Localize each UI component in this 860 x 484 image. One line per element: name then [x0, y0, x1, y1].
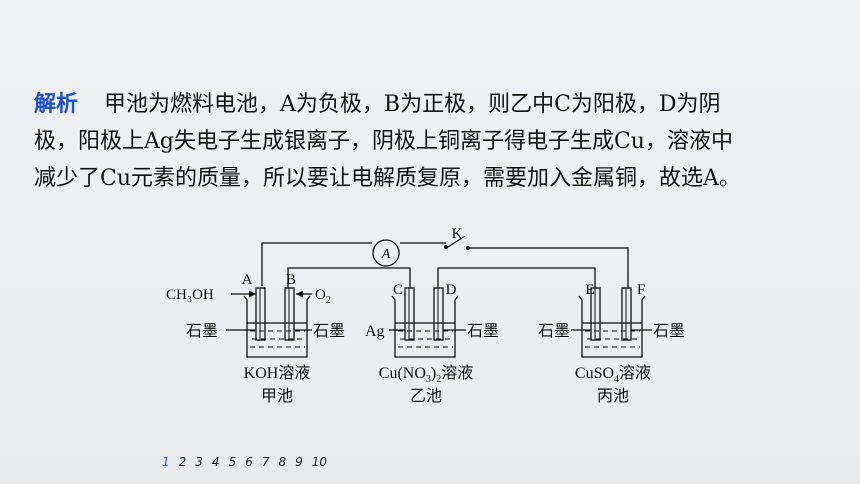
wire-d-to-e — [437, 267, 596, 288]
page-link-6[interactable]: 6 — [245, 455, 253, 469]
electrode-d-label: D — [446, 282, 457, 298]
cell2-left-material: Ag — [365, 323, 385, 340]
switch-label: K — [452, 226, 463, 242]
page-link-4[interactable]: 4 — [211, 455, 220, 469]
wire-switch-to-f — [468, 247, 629, 288]
cell3-left-material: 石墨 — [538, 323, 570, 340]
page-link-9[interactable]: 9 — [295, 455, 303, 469]
electrode-e-label: E — [585, 282, 594, 298]
page-link-1[interactable]: 1 — [162, 455, 170, 469]
analysis-line-2: 极，阳极上Ag失电子生成银离子，阴极上铜离子得电子生成Cu，溶液中 — [34, 129, 733, 154]
wire-a-to-ammeter — [261, 242, 372, 286]
page-link-10[interactable]: 10 — [311, 455, 328, 469]
electrode-f-label: F — [637, 282, 645, 298]
cell1-solution: KOH溶液 — [244, 364, 311, 382]
ammeter-label: A — [381, 247, 391, 262]
ammeter-icon — [372, 239, 400, 267]
cell1-right-material: 石墨 — [313, 323, 345, 340]
analysis-label: 解析 — [34, 92, 79, 117]
switch-contact-left — [444, 245, 448, 249]
switch-lever — [447, 235, 466, 248]
electrode-b-label: B — [286, 272, 296, 288]
analysis-line-1: 解析甲池为燃料电池，A为负极，B为正极，则乙中C为阳极，D为阴 — [34, 86, 834, 123]
page-link-5[interactable]: 5 — [228, 455, 237, 469]
page-link-8[interactable]: 8 — [278, 455, 287, 469]
analysis-text-1: 甲池为燃料电池，A为负极，B为正极，则乙中C为阳极，D为阴 — [104, 92, 721, 117]
cell3-solution: CuSO4溶液 — [575, 364, 651, 385]
page-link-2[interactable]: 2 — [178, 455, 187, 469]
beaker-cell2 — [391, 295, 459, 358]
oxygen-feed-label: O2 — [315, 287, 331, 306]
cell3-right-material: 石墨 — [653, 323, 685, 340]
methanol-feed-label: CH₃OH — [166, 287, 214, 303]
analysis-paragraph: 解析甲池为燃料电池，A为负极，B为正极，则乙中C为阳极，D为阴 极，阳极上Ag失… — [34, 86, 834, 197]
analysis-line-3: 减少了Cu元素的质量，所以要让电解质复原，需要加入金属铜，故选A。 — [34, 166, 741, 191]
beaker-cell1 — [243, 295, 311, 358]
electrode-a-label: A — [242, 272, 253, 288]
electrode-c-label: C — [393, 282, 403, 298]
cell1-left-material: 石墨 — [186, 323, 218, 340]
cell2-name: 乙池 — [410, 387, 442, 405]
wire-b-to-c — [287, 267, 411, 288]
switch-contact-right — [466, 246, 470, 250]
solution-hatching — [250, 330, 640, 348]
o2-arrow-head — [296, 290, 303, 298]
page-link-7[interactable]: 7 — [261, 455, 270, 469]
page-link-3[interactable]: 3 — [195, 455, 203, 469]
cell3-name: 丙池 — [597, 387, 629, 405]
cell2-right-material: 石墨 — [467, 323, 499, 340]
beaker-cell3 — [578, 295, 646, 358]
ch3oh-arrow-head — [249, 290, 256, 298]
cell1-name: 甲池 — [261, 387, 293, 405]
cell2-solution: Cu(NO3)2溶液 — [379, 364, 473, 385]
